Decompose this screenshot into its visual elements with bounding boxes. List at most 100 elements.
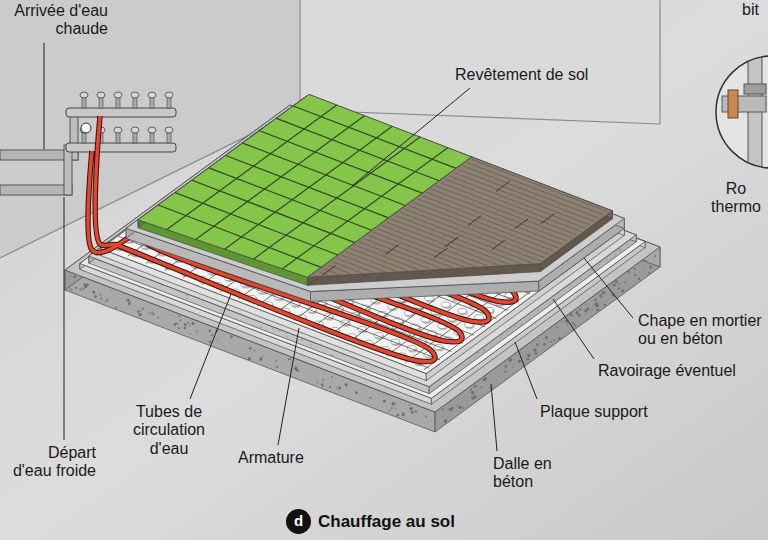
aggregate-dot <box>595 304 598 307</box>
detail-outline <box>716 56 768 168</box>
grain-dot <box>588 274 589 275</box>
grain-line <box>373 232 465 267</box>
aggregate-dot <box>209 341 212 344</box>
aggregate-dot <box>183 327 186 330</box>
leader-line <box>553 299 594 359</box>
aggregate-dot <box>526 358 529 361</box>
aggregate-dot <box>254 350 256 352</box>
grain-dot <box>337 354 338 355</box>
grain-dot <box>398 377 399 378</box>
plank-joint <box>496 181 510 191</box>
aggregate-dot <box>321 384 323 386</box>
figure-caption: Chauffage au sol <box>318 512 455 532</box>
aggregate-dot <box>75 287 77 289</box>
aggregate-dot <box>628 271 630 273</box>
grain-line <box>377 229 475 267</box>
part-label: Plaque support <box>540 403 648 421</box>
wood-grain <box>314 159 608 275</box>
aggregate-dot <box>395 408 396 409</box>
aggregate-dot <box>470 389 472 391</box>
leader-line <box>190 294 231 399</box>
grain-line <box>422 196 558 248</box>
aggregate-dot <box>189 324 191 326</box>
aggregate-dot <box>191 322 194 325</box>
grain-dot <box>606 260 607 261</box>
grain-dot <box>287 336 288 337</box>
leader-line <box>584 258 633 318</box>
grain-line <box>328 265 351 274</box>
grain-dot <box>463 364 464 365</box>
grain-dot <box>286 333 287 334</box>
leader-line <box>44 43 45 149</box>
grain-dot <box>621 249 622 250</box>
tile-joint <box>293 106 456 168</box>
detail-copper <box>728 90 738 118</box>
aggregate-dot <box>355 391 358 394</box>
aggregate-dot <box>624 281 626 283</box>
grain-dot <box>316 346 317 347</box>
aggregate-dot <box>184 323 187 326</box>
grain-dot <box>490 343 491 344</box>
grain-dot <box>310 344 311 345</box>
plank-joint <box>385 245 399 255</box>
aggregate-dot <box>449 408 452 411</box>
aggregate-dot <box>176 323 178 325</box>
leader-line <box>64 197 65 440</box>
grain-line <box>391 219 510 265</box>
aggregate-dot <box>602 291 605 294</box>
wall-edge <box>659 0 660 124</box>
grain-dot <box>187 298 188 299</box>
part-label: Départ d'eau froide <box>8 444 96 481</box>
aggregate-dot <box>445 420 447 422</box>
aggregate-dot <box>634 274 636 276</box>
aggregate-dot <box>613 283 616 286</box>
concrete-slab-top <box>65 105 660 412</box>
grain-dot <box>591 270 592 271</box>
aggregate-dot <box>509 358 512 361</box>
grain-dot <box>360 365 361 366</box>
aggregate-dot <box>504 371 506 373</box>
aggregate-dot <box>275 360 277 362</box>
grain-line <box>413 202 549 254</box>
aggregate-dot <box>543 343 546 346</box>
aggregate-dot <box>69 288 70 289</box>
grain-line <box>463 166 599 218</box>
aggregate-dot <box>317 381 319 383</box>
part-label: Revêtement de sol <box>455 66 588 84</box>
grain-dot <box>202 302 203 303</box>
leader-line <box>278 328 299 445</box>
aggregate-dot <box>550 341 552 343</box>
tile-joint <box>158 205 321 267</box>
aggregate-dot <box>187 322 189 324</box>
plank-joint <box>515 219 529 229</box>
grain-line <box>346 252 396 271</box>
aggregate-dot <box>409 404 410 405</box>
aggregate-dot <box>536 343 539 346</box>
aggregate-dot <box>211 334 213 336</box>
grain-dot <box>619 249 620 250</box>
aggregate-dot <box>100 294 102 296</box>
grain-dot <box>619 249 620 250</box>
grain-dot <box>278 330 279 331</box>
grain-line <box>436 186 572 238</box>
valve-knob <box>165 92 173 98</box>
grain-dot <box>297 340 298 341</box>
aggregate-dot <box>645 260 647 262</box>
grain-dot <box>91 260 92 261</box>
leader-line <box>352 88 470 186</box>
aggregate-dot <box>129 301 131 303</box>
aggregate-dot <box>480 386 482 388</box>
aggregate-dot <box>370 397 372 399</box>
plank-joint <box>468 216 482 226</box>
valve-knob <box>80 92 88 98</box>
tile-joint <box>276 118 439 180</box>
grain-line <box>395 215 521 263</box>
grain-dot <box>405 379 406 380</box>
aggregate-dot <box>573 322 574 323</box>
aggregate-dot <box>621 289 624 292</box>
aggregate-dot <box>84 285 87 288</box>
grain-dot <box>461 364 462 365</box>
grain-line <box>418 199 554 251</box>
